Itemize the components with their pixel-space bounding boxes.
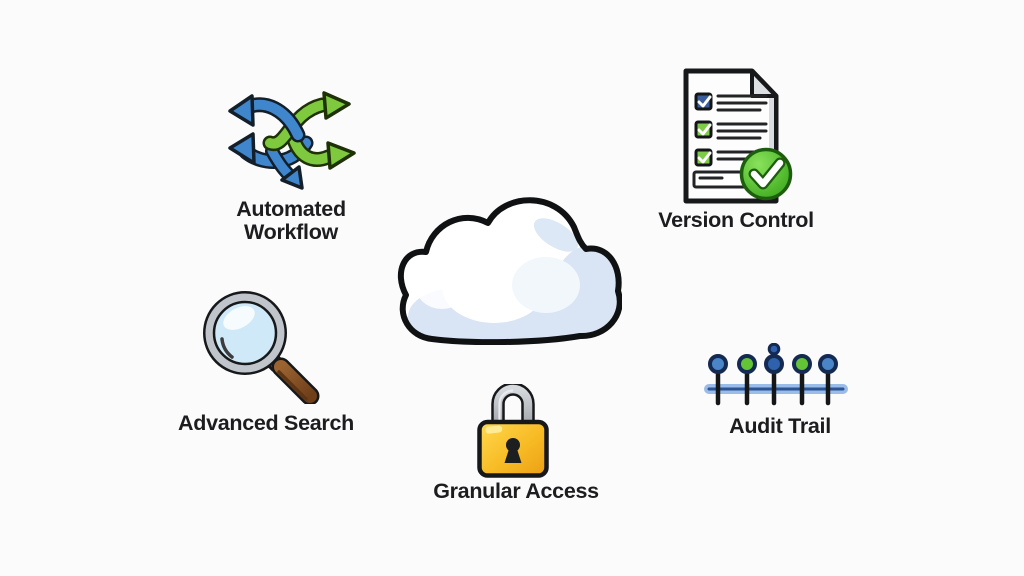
magnifying-glass-icon (203, 291, 320, 404)
timeline-icon (704, 343, 848, 406)
document-checklist-icon (683, 68, 793, 204)
workflow-arrows-icon (228, 91, 356, 190)
feature-label-automated-workflow: Automated Workflow (236, 197, 346, 244)
feature-label-advanced-search: Advanced Search (178, 411, 354, 435)
cloud-icon (397, 197, 622, 345)
feature-label-granular-access: Granular Access (433, 479, 599, 503)
feature-label-audit-trail: Audit Trail (729, 414, 831, 438)
feature-label-version-control: Version Control (658, 208, 814, 232)
padlock-icon (477, 384, 549, 478)
